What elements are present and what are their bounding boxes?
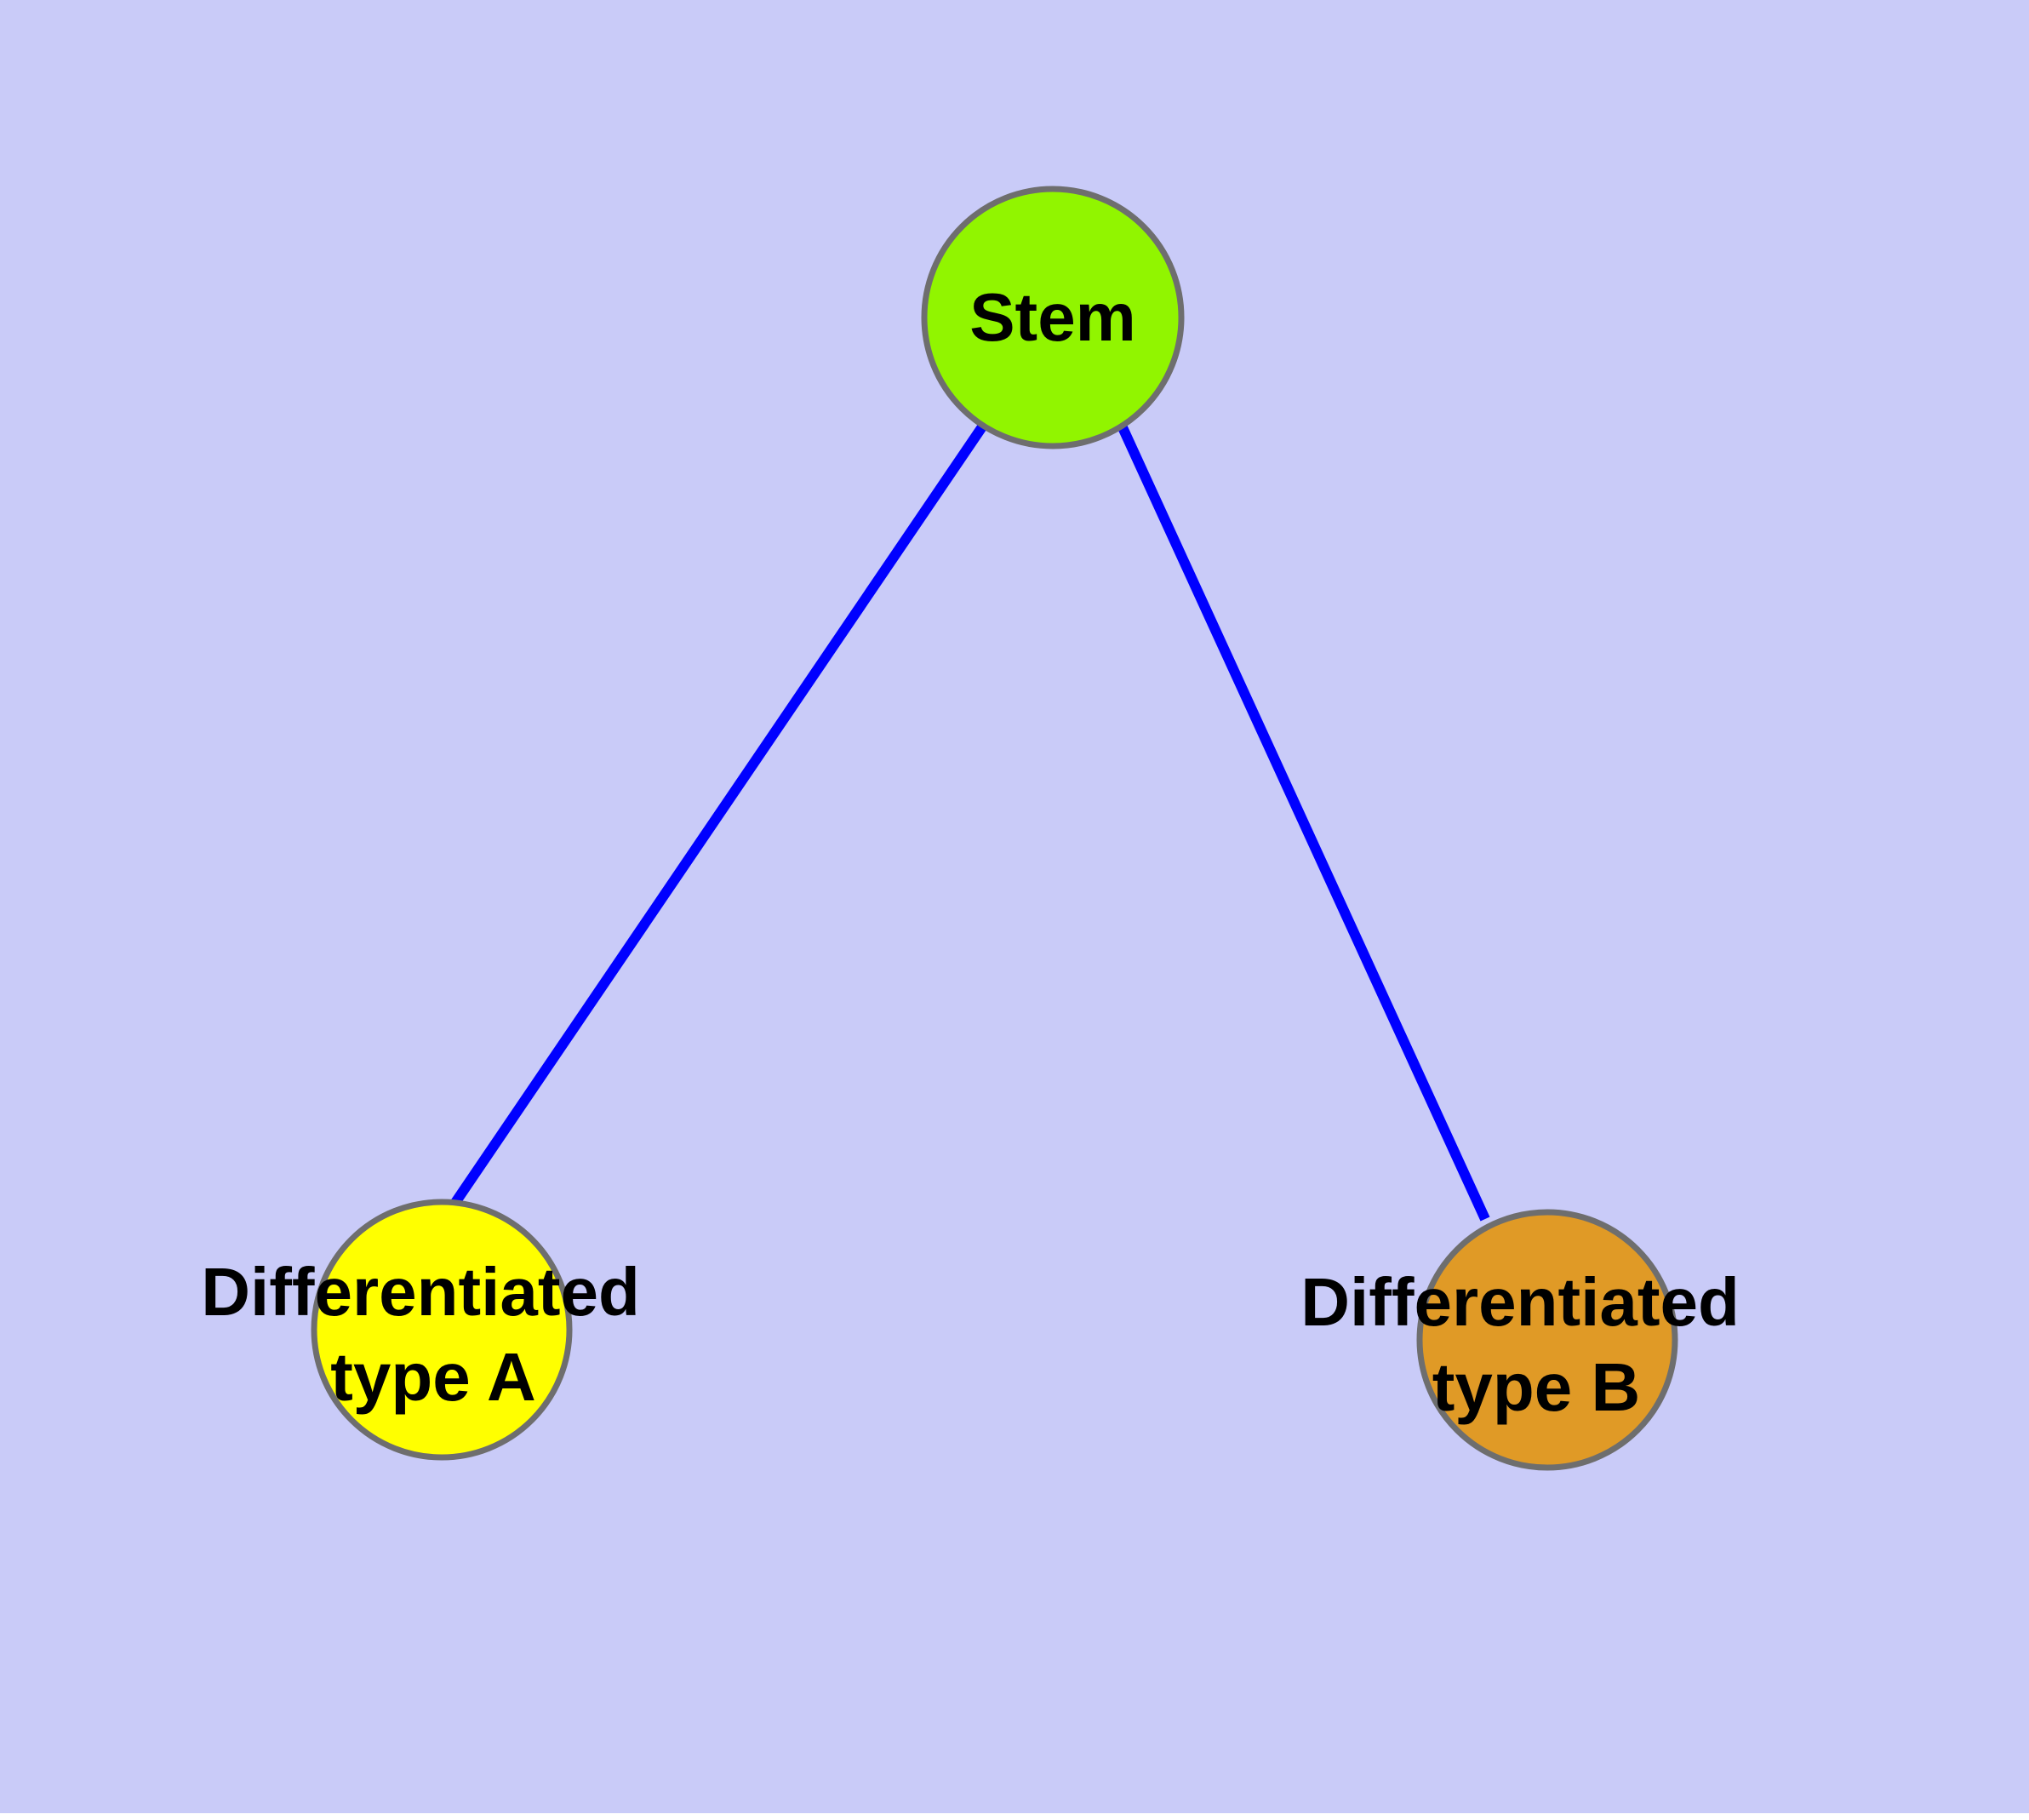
- node-layer: Stem Differentiated type A Differentiate…: [201, 186, 1740, 1471]
- node-type-b-label-line1: Differentiated: [1300, 1264, 1740, 1340]
- edge-stem-to-type-b[interactable]: [1117, 423, 1490, 1222]
- edge-stem-to-type-a[interactable]: [447, 422, 987, 1212]
- edge-layer: [447, 422, 1490, 1222]
- node-type-b-circle[interactable]: [1416, 1209, 1678, 1471]
- node-differentiated-type-a[interactable]: Differentiated type A: [201, 1199, 640, 1461]
- node-type-a-label-line2: type A: [330, 1339, 536, 1415]
- node-type-a-circle[interactable]: [311, 1199, 573, 1461]
- node-type-a-label-line1: Differentiated: [201, 1254, 640, 1330]
- node-stem-label-line1: Stem: [969, 279, 1136, 355]
- node-type-b-label-line2: type B: [1432, 1349, 1641, 1425]
- node-stem[interactable]: Stem: [921, 186, 1185, 449]
- node-stem-circle[interactable]: [921, 186, 1185, 449]
- node-differentiated-type-b[interactable]: Differentiated type B: [1300, 1209, 1740, 1471]
